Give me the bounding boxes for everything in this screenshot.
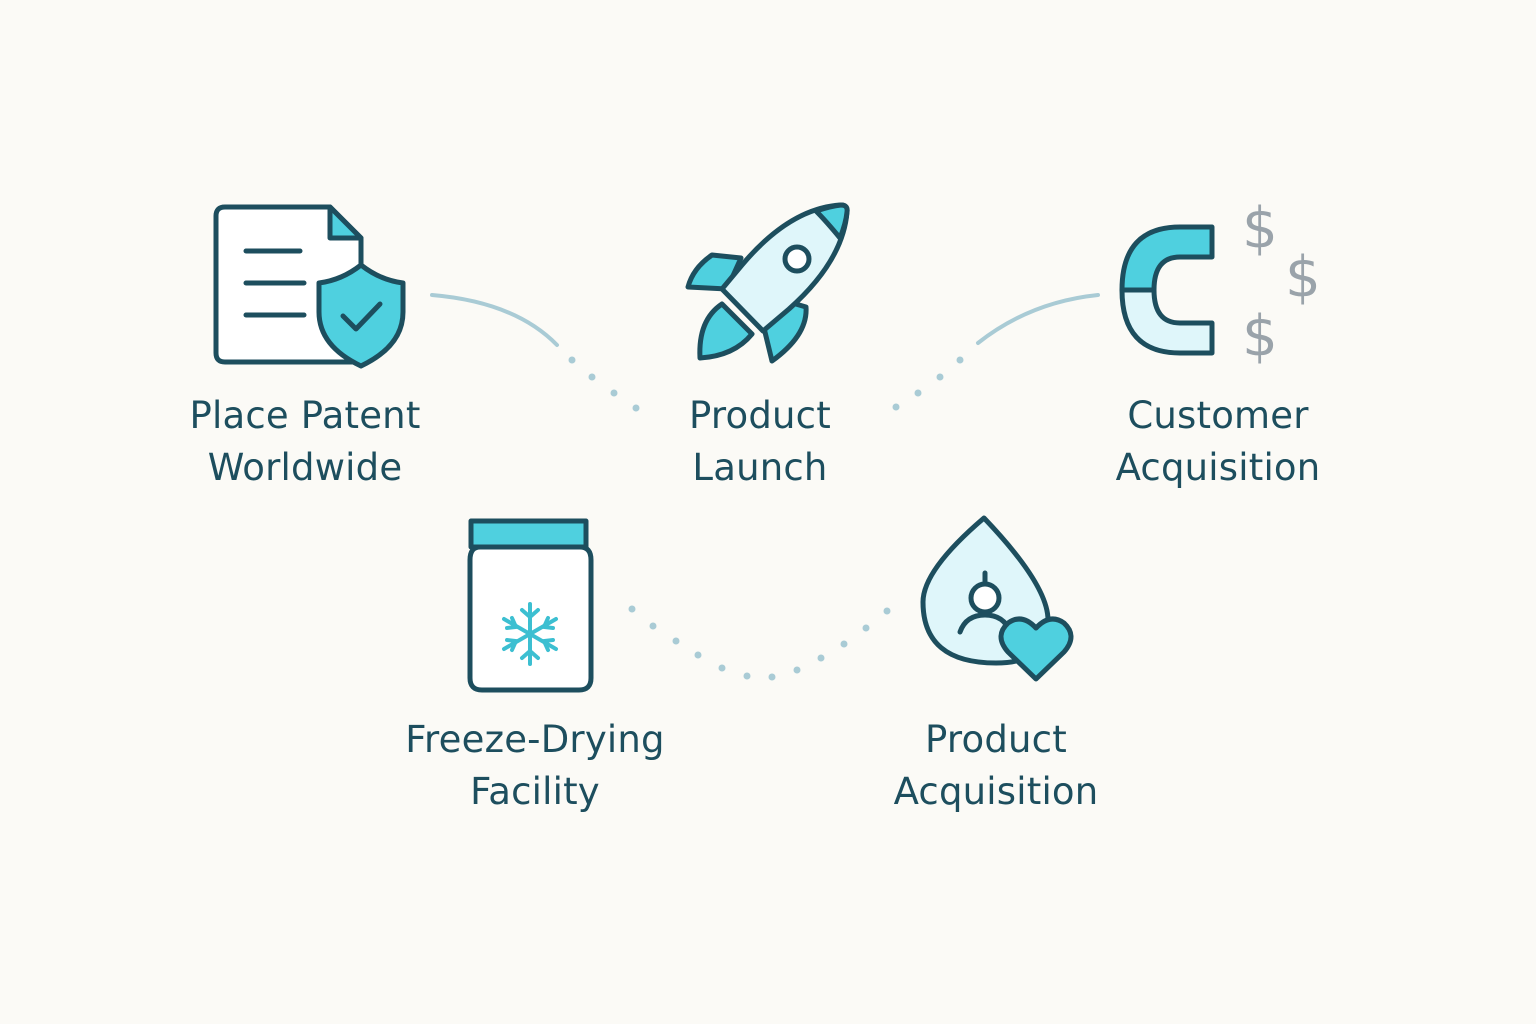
node-label-line1: Customer — [1127, 394, 1309, 437]
node-label-line1: Product — [689, 394, 831, 437]
connector-patent-to-launch — [430, 293, 640, 412]
node-label-line2: Worldwide — [207, 446, 403, 489]
node-label-customer-acquisition: Customer Acquisition — [1068, 390, 1368, 494]
patent-document-shield-icon — [213, 204, 406, 369]
connector-freeze-to-acquisition — [628, 605, 891, 681]
node-label-line1: Freeze-Drying — [405, 718, 665, 761]
dollar-sign-right: $ — [1285, 245, 1321, 310]
node-label-line1: Product — [925, 718, 1067, 761]
node-label-line2: Facility — [470, 770, 600, 813]
rocket-icon — [685, 202, 850, 364]
drop-person-heart-icon — [920, 515, 1074, 682]
node-label-line2: Launch — [692, 446, 828, 489]
freeze-jar-icon — [467, 518, 594, 693]
node-label-product-launch: Product Launch — [610, 390, 910, 494]
node-label-freeze-drying: Freeze-Drying Facility — [385, 714, 685, 818]
node-label-line2: Acquisition — [893, 770, 1099, 813]
node-label-line1: Place Patent — [189, 394, 421, 437]
node-label-place-patent: Place Patent Worldwide — [155, 390, 455, 494]
magnet-dollar-icon: $ $ $ — [1119, 196, 1321, 369]
dollar-sign-top: $ — [1242, 196, 1278, 261]
node-label-product-acquisition: Product Acquisition — [846, 714, 1146, 818]
connector-launch-to-customer — [892, 293, 1100, 411]
node-label-line2: Acquisition — [1115, 446, 1321, 489]
dollar-sign-bottom: $ — [1242, 304, 1278, 369]
snowflake-icon — [502, 602, 558, 666]
